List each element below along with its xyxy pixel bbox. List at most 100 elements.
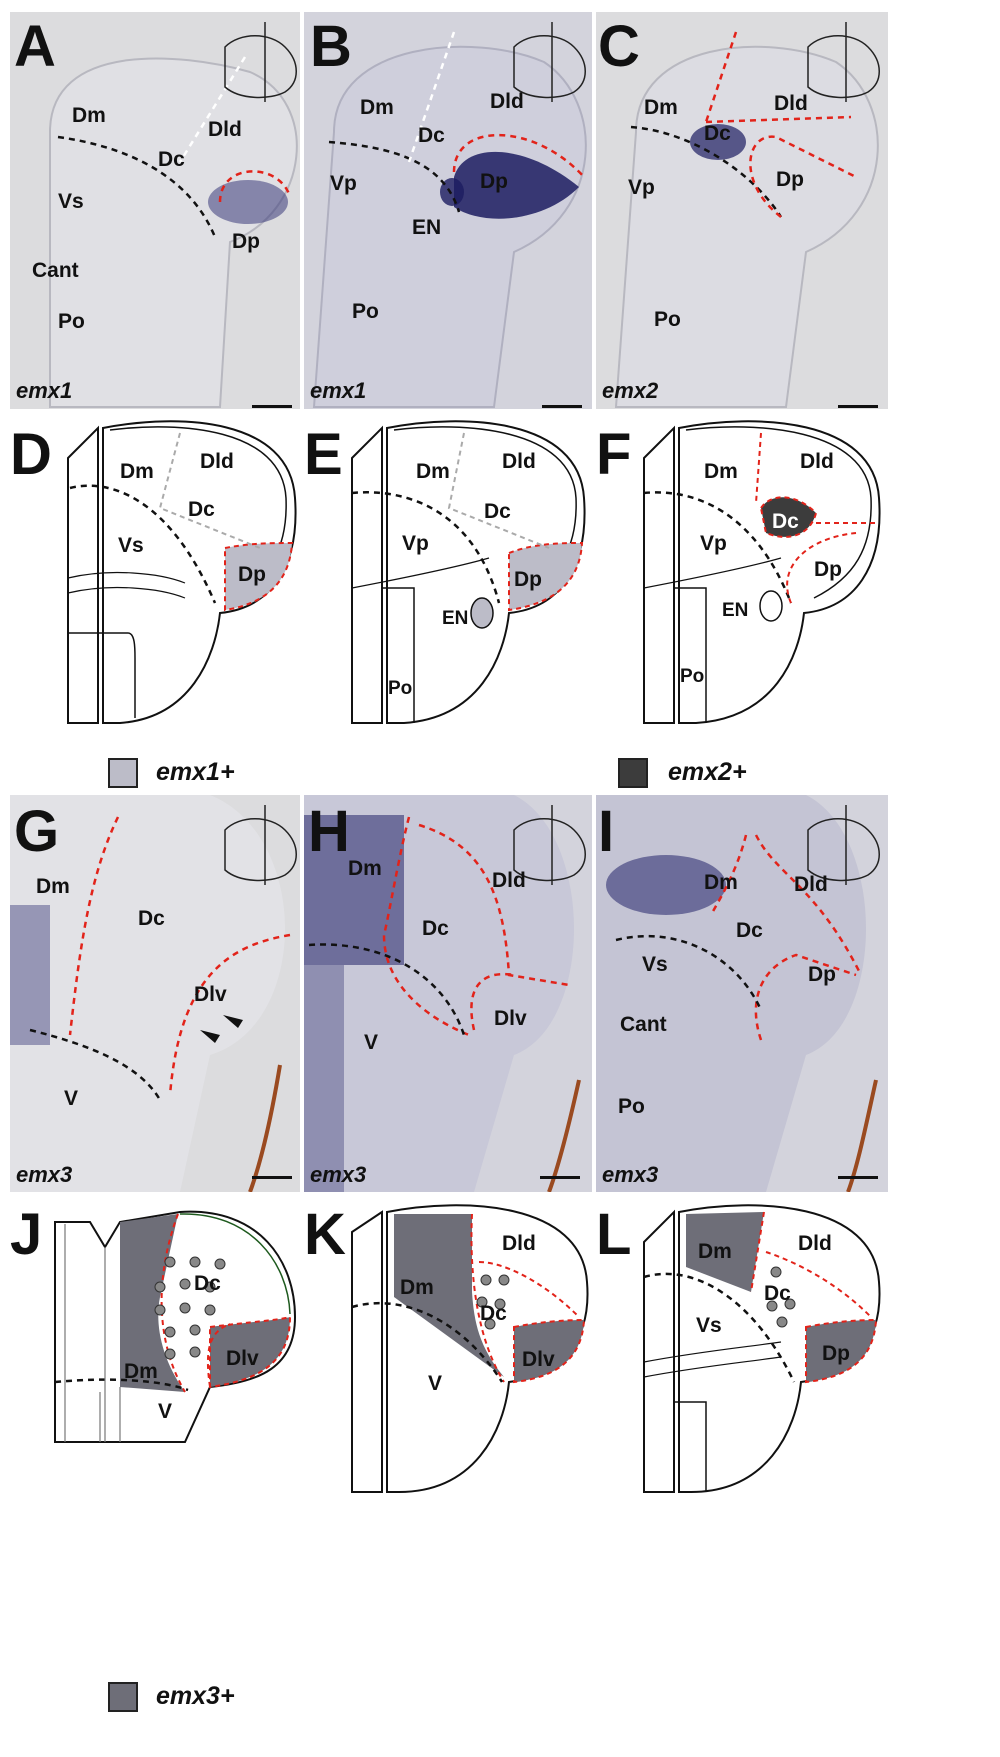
region-vs: Vs — [58, 190, 84, 213]
panel-g-photo: G Dm Dc Dlv V emx3 — [10, 795, 300, 1192]
region-po: Po — [680, 666, 705, 687]
scale-bar — [542, 405, 582, 408]
scale-bar — [838, 1176, 878, 1179]
region-dp: Dp — [238, 563, 266, 586]
region-dld: Dld — [200, 450, 234, 473]
panel-d-schematic: D Dm Dld Dc Vs Dp — [10, 418, 300, 748]
panel-a-photo: A Dm Dld Dc Vs Dp Cant Po emx1 — [10, 12, 300, 409]
gene-label: emx2 — [602, 378, 659, 403]
scale-bar — [838, 405, 878, 408]
region-dld: Dld — [208, 118, 242, 141]
region-dlv: Dlv — [494, 1007, 527, 1030]
region-dc: Dc — [188, 498, 215, 521]
region-dc: Dc — [422, 917, 449, 940]
region-dc: Dc — [764, 1282, 791, 1305]
legend-label-emx3: emx3+ — [156, 1682, 235, 1710]
region-dp: Dp — [232, 230, 260, 253]
region-dc: Dc — [772, 510, 799, 533]
gene-label: emx1 — [310, 378, 367, 403]
region-dm: Dm — [36, 875, 70, 898]
region-v: V — [158, 1400, 173, 1423]
region-po: Po — [654, 308, 681, 331]
region-dc: Dc — [418, 124, 445, 147]
scale-bar — [540, 1176, 580, 1179]
region-dp: Dp — [822, 1342, 850, 1365]
legend-swatch-emx1 — [108, 758, 138, 788]
region-dlv: Dlv — [226, 1347, 259, 1370]
region-dm: Dm — [400, 1276, 434, 1299]
region-vs: Vs — [642, 953, 668, 976]
region-dm: Dm — [120, 460, 154, 483]
region-dc: Dc — [158, 148, 185, 171]
region-dm: Dm — [360, 96, 394, 119]
region-vs: Vs — [696, 1314, 722, 1337]
region-dm: Dm — [416, 460, 450, 483]
region-dld: Dld — [502, 1232, 536, 1255]
region-dm: Dm — [72, 104, 106, 127]
region-dm: Dm — [704, 871, 738, 894]
region-vp: Vp — [330, 172, 357, 195]
region-v: V — [428, 1372, 443, 1395]
region-dc: Dc — [704, 122, 731, 145]
region-vs: Vs — [118, 534, 144, 557]
panel-i-drawing — [596, 795, 880, 1192]
panel-label-b: B — [310, 14, 352, 79]
panel-l-schematic: L Dm Dld Dc Vs Dp — [596, 1202, 888, 1532]
region-dp: Dp — [514, 568, 542, 591]
panel-label-k: K — [304, 1202, 346, 1267]
panel-label-d: D — [10, 422, 52, 487]
panel-c-drawing — [614, 22, 880, 408]
region-v: V — [64, 1087, 79, 1110]
panel-h-drawing — [304, 795, 586, 1192]
region-dp: Dp — [480, 170, 508, 193]
scale-bar — [252, 1176, 292, 1179]
panel-c-photo: C Dm Dld Dc Vp Dp Po emx2 — [596, 12, 888, 409]
region-dld: Dld — [798, 1232, 832, 1255]
panel-e-schematic: E Dm Dld Dc Vp Dp EN Po — [304, 418, 592, 748]
region-dld: Dld — [492, 869, 526, 892]
legend-label-emx1: emx1+ — [156, 758, 235, 786]
region-dc: Dc — [736, 919, 763, 942]
region-en: EN — [412, 216, 442, 239]
panel-f-drawing — [643, 420, 881, 724]
region-dc: Dc — [480, 1302, 507, 1325]
region-po: Po — [388, 678, 413, 699]
region-vp: Vp — [402, 532, 429, 555]
region-dm: Dm — [348, 857, 382, 880]
region-po: Po — [58, 310, 85, 333]
region-cant: Cant — [620, 1013, 667, 1036]
region-dlv: Dlv — [522, 1348, 555, 1371]
panel-b-photo: B Dm Dld Dc Vp Dp EN Po emx1 — [304, 12, 592, 409]
region-dp: Dp — [814, 558, 842, 581]
legend-swatch-emx3 — [108, 1682, 138, 1712]
region-dld: Dld — [774, 92, 808, 115]
panel-label-c: C — [598, 14, 640, 79]
panel-h-photo: H Dm Dld Dc Dlv V emx3 — [304, 795, 592, 1192]
panel-d-drawing — [67, 420, 297, 724]
region-vp: Vp — [628, 176, 655, 199]
panel-label-g: G — [14, 799, 60, 864]
region-en: EN — [722, 600, 749, 621]
panel-a-drawing — [49, 22, 298, 408]
panel-j-drawing — [54, 1210, 297, 1443]
region-dc: Dc — [484, 500, 511, 523]
panel-label-l: L — [596, 1202, 632, 1267]
region-dp: Dp — [808, 963, 836, 986]
region-dld: Dld — [490, 90, 524, 113]
gene-label: emx3 — [602, 1162, 659, 1187]
region-po: Po — [618, 1095, 645, 1118]
gene-label: emx1 — [16, 378, 73, 403]
panel-i-photo: I Dm Dld Dc Vs Dp Cant Po emx3 — [596, 795, 888, 1192]
region-dm: Dm — [124, 1360, 158, 1383]
panel-k-drawing — [351, 1204, 589, 1493]
region-cant: Cant — [32, 259, 79, 282]
panel-label-h: H — [308, 799, 350, 864]
region-dm: Dm — [644, 96, 678, 119]
region-dc: Dc — [194, 1272, 221, 1295]
region-v: V — [364, 1031, 379, 1054]
panel-label-f: F — [596, 422, 632, 487]
panel-k-schematic: K Dld Dm Dc Dlv V — [304, 1202, 592, 1532]
region-po: Po — [352, 300, 379, 323]
scale-bar — [252, 405, 292, 408]
legend-label-emx2: emx2+ — [668, 758, 747, 786]
